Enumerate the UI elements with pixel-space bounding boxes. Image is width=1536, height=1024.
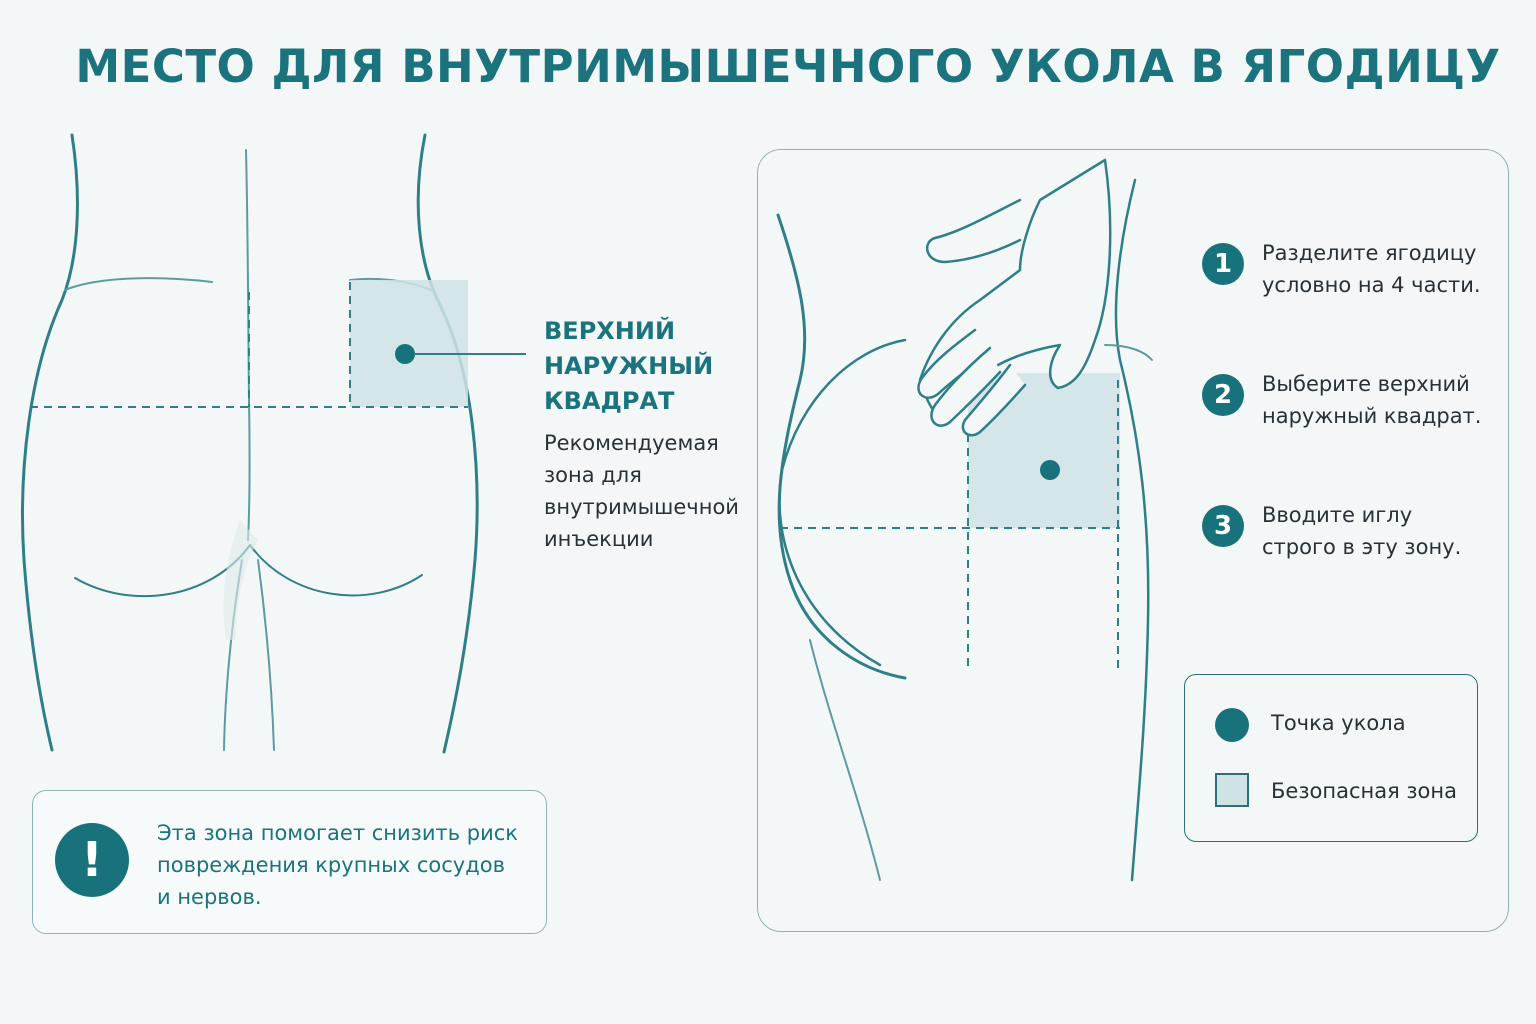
step-number-badge: 1 (1202, 243, 1244, 285)
left-hip-line (64, 277, 213, 291)
step-line: условно на 4 части. (1262, 273, 1481, 297)
page-title: МЕСТО ДЛЯ ВНУТРИМЫШЕЧНОГО УКОЛА В ЯГОДИЦ… (75, 40, 1501, 93)
side-view-figure (776, 178, 1153, 882)
zone-description-line: зона для (544, 463, 642, 487)
zone-label: ВЕРХНИЙ НАРУЖНЫЙ КВАДРАТ (544, 314, 713, 419)
right-inner-leg (257, 559, 275, 751)
hand-finger-3 (961, 363, 1027, 437)
step-line: Выберите верхний (1262, 372, 1470, 396)
back-quadrant-lines (30, 282, 468, 408)
front-contour (1114, 178, 1150, 882)
step-text: Вводите иглу строго в эту зону. (1262, 499, 1461, 563)
warning-box: ! Эта зона помогает снизить риск поврежд… (32, 790, 547, 934)
zone-label-line: КВАДРАТ (544, 387, 675, 415)
legend-label-safe-zone: Безопасная зона (1271, 779, 1458, 803)
side-quadrant-lines (780, 380, 1120, 668)
legend: Точка укола Безопасная зона (1184, 674, 1478, 842)
buttock-contour (778, 338, 907, 667)
injection-point-swatch-icon (1215, 708, 1249, 742)
warning-line: повреждения крупных сосудов (157, 853, 505, 877)
step-line: строго в эту зону. (1262, 535, 1462, 559)
zone-description: Рекомендуемая зона для внутримышечной ин… (544, 427, 739, 555)
right-body-contour (416, 133, 479, 754)
step-line: наружный квадрат. (1262, 404, 1482, 428)
hand-finger-2 (930, 346, 1002, 427)
warning-line: и нервов. (157, 885, 262, 909)
right-gluteal-fold (249, 544, 423, 597)
step-number-badge: 2 (1202, 374, 1244, 416)
safe-zone-swatch-icon (1215, 773, 1249, 807)
instruction-panel (757, 149, 1509, 932)
legend-label-injection-point: Точка укола (1271, 711, 1406, 735)
step-text: Разделите ягодицу условно на 4 части. (1262, 237, 1481, 301)
zone-label-line: ВЕРХНИЙ (544, 317, 676, 345)
step-number-badge: 3 (1202, 505, 1244, 547)
step-line: Разделите ягодицу (1262, 241, 1477, 265)
side-injection-point (1040, 460, 1060, 480)
back-safe-zone (350, 280, 468, 407)
warning-line: Эта зона помогает снизить риск (157, 821, 518, 845)
warning-text: Эта зона помогает снизить риск поврежден… (157, 817, 518, 913)
spine-line (245, 149, 251, 541)
hand-thumb (925, 198, 1022, 264)
left-body-contour (21, 133, 79, 752)
zone-description-line: инъекции (544, 527, 654, 551)
hand-icon (917, 158, 1112, 437)
exclamation-icon: ! (55, 823, 129, 897)
back-view-figure (21, 133, 479, 754)
zone-label-line: НАРУЖНЫЙ (544, 352, 714, 380)
step-line: Вводите иглу (1262, 503, 1413, 527)
zone-description-line: Рекомендуемая (544, 431, 719, 455)
thigh-back (809, 639, 881, 881)
back-injection-point (395, 344, 415, 364)
hip-front-line (1104, 344, 1153, 361)
back-crease-shade (223, 520, 258, 640)
zone-description-line: внутримышечной (544, 495, 739, 519)
left-gluteal-fold (74, 544, 251, 598)
step-text: Выберите верхний наружный квадрат. (1262, 368, 1481, 432)
